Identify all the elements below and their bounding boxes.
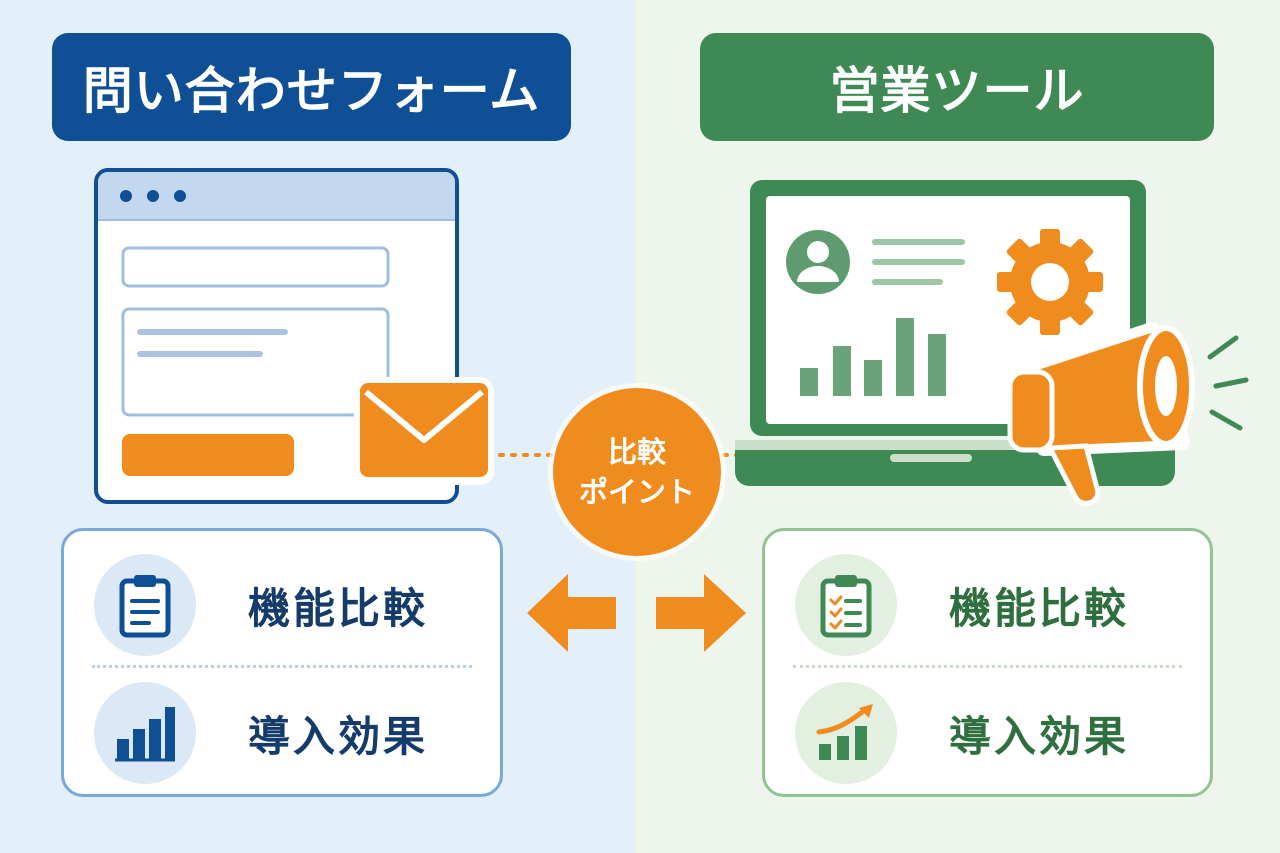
checklist-clipboard-icon <box>795 554 897 656</box>
window-dot-icon <box>174 190 186 202</box>
card-row-feature-comparison: 機能比較 <box>795 553 1129 657</box>
inquiry-form-card: 機能比較 導入効果 <box>61 528 503 797</box>
inquiry-form-title: 問い合わせフォーム <box>52 33 571 141</box>
megaphone-icon <box>1007 322 1249 506</box>
feature-comparison-label: 機能比較 <box>949 583 1130 633</box>
badge-line-1: 比較 <box>607 435 666 469</box>
submit-button-shape <box>122 434 294 476</box>
feature-comparison-label: 機能比較 <box>248 583 429 633</box>
arrow-right-icon <box>656 574 746 652</box>
sales-tool-title: 営業ツール <box>700 33 1214 141</box>
bar-chart-icon <box>94 682 196 784</box>
card-divider <box>793 665 1182 668</box>
card-row-feature-comparison: 機能比較 <box>94 553 428 657</box>
window-dot-icon <box>120 190 132 202</box>
comparison-point-badge: 比較 ポイント <box>553 388 721 556</box>
sales-tool-card: 機能比較 導入効果 <box>762 528 1213 797</box>
adoption-effect-label: 導入効果 <box>248 711 429 761</box>
adoption-effect-label: 導入効果 <box>949 711 1130 761</box>
envelope-icon <box>354 377 494 485</box>
card-row-adoption-effect: 導入効果 <box>94 681 428 785</box>
gear-icon <box>997 229 1103 335</box>
badge-line-2: ポイント <box>578 475 695 509</box>
window-dot-icon <box>147 190 159 202</box>
textarea-shape <box>121 307 390 417</box>
clipboard-icon <box>94 554 196 656</box>
arrow-left-icon <box>527 574 616 652</box>
growth-chart-icon <box>795 682 897 784</box>
text-field-shape <box>121 246 390 288</box>
card-divider <box>92 665 472 668</box>
card-row-adoption-effect: 導入効果 <box>795 681 1129 785</box>
